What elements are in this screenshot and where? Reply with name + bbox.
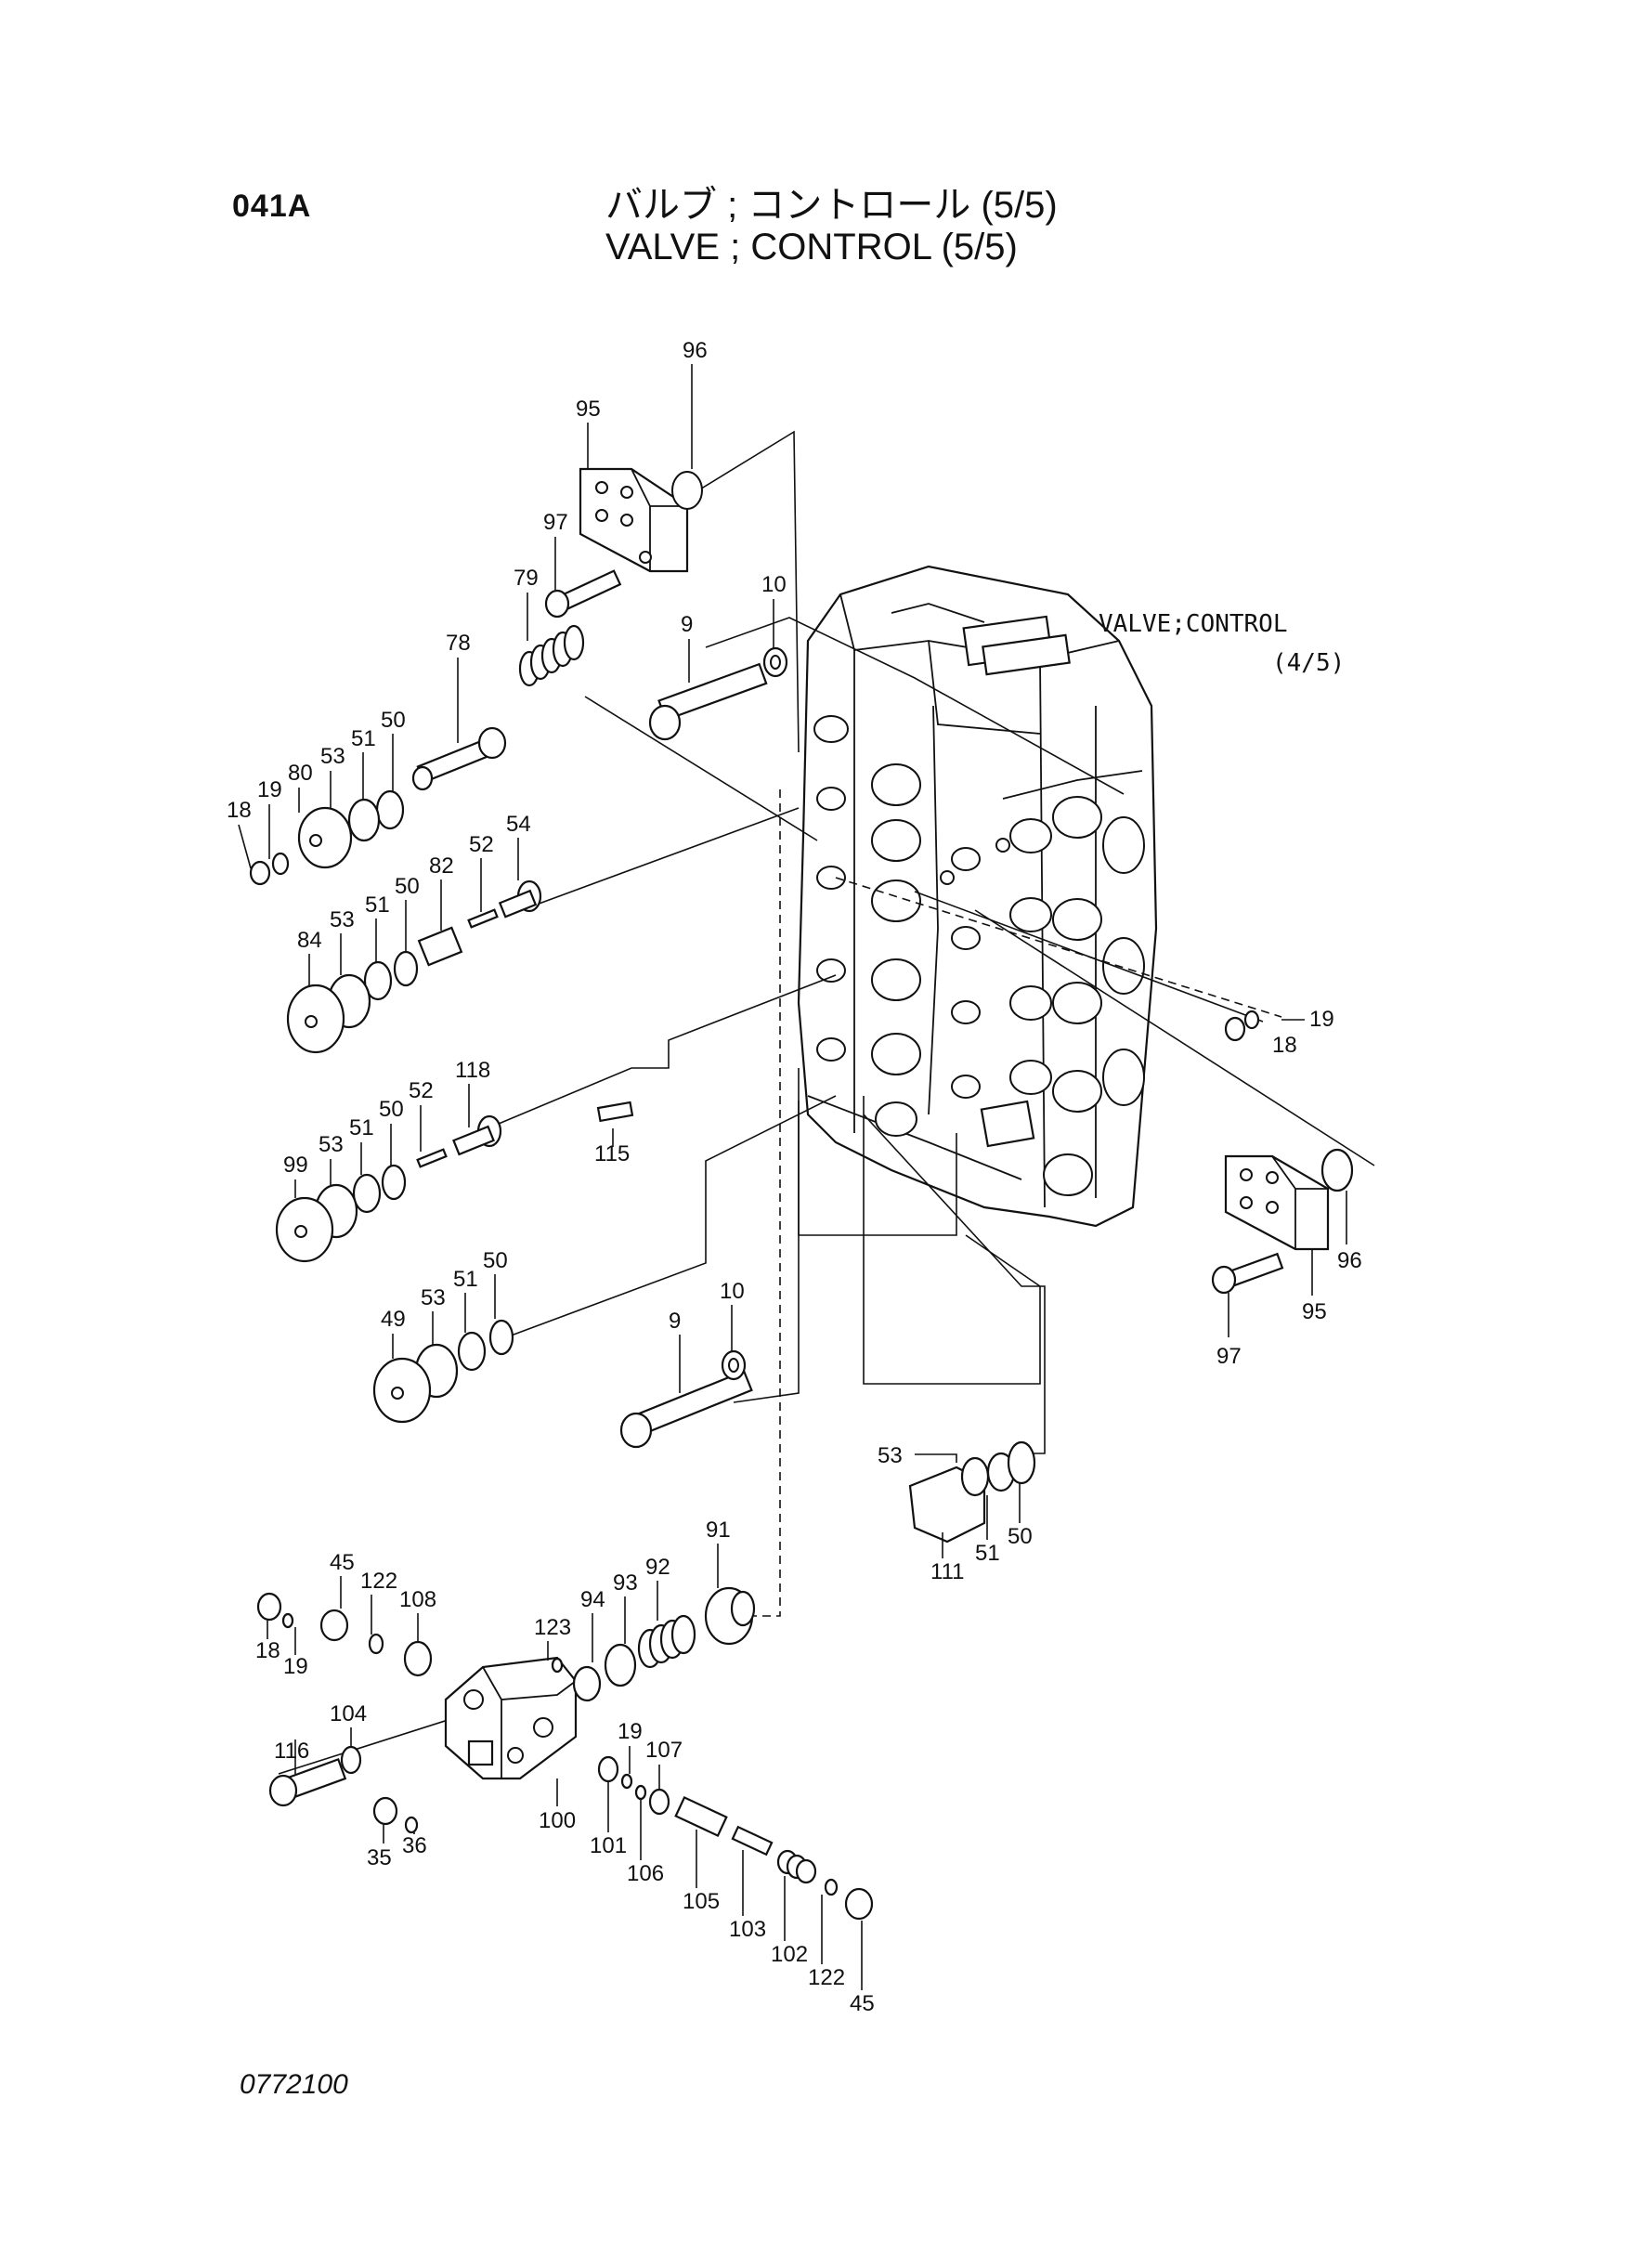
callout-18: 18 xyxy=(255,1638,280,1663)
spool-assembly-row4 xyxy=(372,1319,514,1424)
callout-9: 9 xyxy=(681,612,693,637)
bolt-9-lower xyxy=(619,1349,753,1449)
callout-78: 78 xyxy=(446,631,471,656)
callout-51: 51 xyxy=(349,1115,374,1140)
callout-50: 50 xyxy=(379,1097,404,1122)
callout-122: 122 xyxy=(808,1965,845,1990)
callout-115: 115 xyxy=(594,1141,630,1166)
callout-80: 80 xyxy=(288,761,313,786)
callout-53: 53 xyxy=(421,1285,446,1310)
cover-plate-lower xyxy=(1211,1010,1354,1295)
callout-94: 94 xyxy=(580,1587,605,1612)
callout-104: 104 xyxy=(330,1701,367,1726)
callout-96: 96 xyxy=(1337,1248,1362,1273)
callout-45: 45 xyxy=(330,1550,355,1575)
callout-19: 19 xyxy=(257,777,282,802)
callout-95: 95 xyxy=(1302,1299,1327,1324)
bolt-97-upper xyxy=(544,569,622,619)
callout-116: 116 xyxy=(274,1739,309,1764)
callout-18: 18 xyxy=(1272,1033,1297,1058)
callout-53: 53 xyxy=(320,744,345,769)
reference-label-line2: (4/5) xyxy=(1272,649,1345,677)
callout-92: 92 xyxy=(645,1555,670,1580)
spool-assembly-row1 xyxy=(249,624,585,886)
title-english: VALVE ; CONTROL (5/5) xyxy=(605,227,1018,267)
drawing-number: 0772100 xyxy=(240,2069,348,2100)
callout-97: 97 xyxy=(543,510,568,535)
callout-51: 51 xyxy=(365,892,390,918)
callout-leaders xyxy=(238,364,1347,1990)
callout-84: 84 xyxy=(297,928,322,953)
callout-51: 51 xyxy=(351,726,376,751)
callout-93: 93 xyxy=(613,1570,638,1596)
callout-19: 19 xyxy=(1309,1007,1334,1032)
callout-50: 50 xyxy=(381,708,406,733)
callout-91: 91 xyxy=(706,1518,731,1543)
callout-82: 82 xyxy=(429,853,454,879)
callout-111: 111 xyxy=(930,1559,964,1584)
callout-50: 50 xyxy=(395,874,420,899)
spool-assembly-row3 xyxy=(275,1101,634,1263)
callout-10: 10 xyxy=(720,1279,745,1304)
callout-53: 53 xyxy=(319,1132,344,1157)
bolt-9-upper xyxy=(648,646,788,741)
reference-label-line1: VALVE;CONTROL xyxy=(1099,610,1288,638)
callout-97: 97 xyxy=(1216,1344,1242,1369)
callout-9: 9 xyxy=(669,1309,681,1334)
callout-51: 51 xyxy=(453,1267,478,1292)
callout-99: 99 xyxy=(283,1153,308,1178)
callout-53: 53 xyxy=(878,1443,903,1468)
callout-95: 95 xyxy=(576,397,601,422)
callout-18: 18 xyxy=(227,798,252,823)
callout-106: 106 xyxy=(627,1861,664,1886)
title-japanese: バルブ ; コントロール (5/5) xyxy=(605,185,1058,226)
callout-100: 100 xyxy=(539,1808,576,1833)
callout-107: 107 xyxy=(645,1738,683,1763)
page-code: 041A xyxy=(232,189,312,224)
callout-118: 118 xyxy=(455,1058,490,1083)
callout-49: 49 xyxy=(381,1307,406,1332)
callout-103: 103 xyxy=(729,1917,766,1942)
callout-52: 52 xyxy=(409,1078,434,1103)
callout-123: 123 xyxy=(534,1615,571,1640)
callout-10: 10 xyxy=(761,572,787,597)
callout-108: 108 xyxy=(399,1587,436,1612)
callout-122: 122 xyxy=(360,1569,397,1594)
callout-51: 51 xyxy=(975,1541,1000,1566)
relief-valve-assembly xyxy=(256,1586,874,1921)
callout-79: 79 xyxy=(514,566,539,591)
callout-101: 101 xyxy=(590,1833,627,1858)
callout-35: 35 xyxy=(367,1845,392,1870)
callout-105: 105 xyxy=(683,1889,720,1914)
callout-labels: 96 95 97 10 9 79 78 50 51 53 80 19 18 54… xyxy=(227,338,1362,2016)
cover-plate-upper xyxy=(579,467,703,573)
assembly-lines xyxy=(278,430,1375,1775)
plug-assembly-111 xyxy=(908,1440,1036,1544)
callout-19: 19 xyxy=(283,1654,308,1679)
callout-36: 36 xyxy=(402,1833,427,1858)
callout-50: 50 xyxy=(1008,1524,1033,1549)
callout-102: 102 xyxy=(771,1942,808,1967)
callout-50: 50 xyxy=(483,1248,508,1273)
valve-body xyxy=(797,565,1158,1228)
spool-assembly-row2 xyxy=(286,879,542,1054)
callout-52: 52 xyxy=(469,832,494,857)
callout-19: 19 xyxy=(618,1719,643,1744)
callout-53: 53 xyxy=(330,907,355,932)
callout-45: 45 xyxy=(850,1991,875,2016)
callout-54: 54 xyxy=(506,812,531,837)
callout-96: 96 xyxy=(683,338,708,363)
